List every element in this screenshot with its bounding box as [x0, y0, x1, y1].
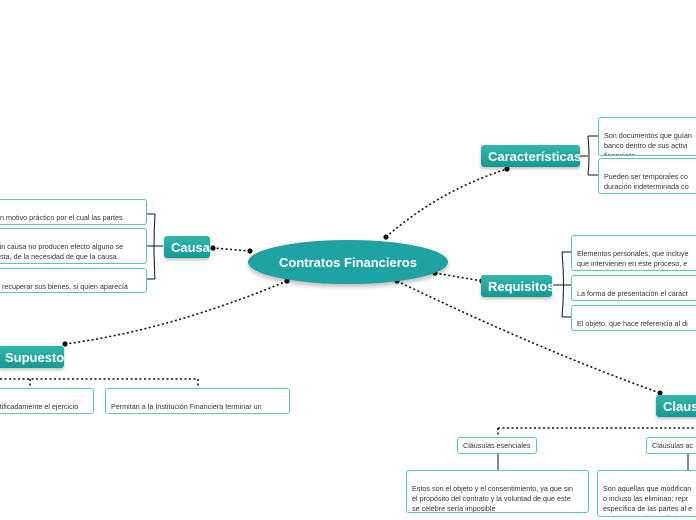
leaf-text: a recuperar sus bienes, si quien aparecí…: [1, 282, 128, 291]
leaf-text: sin causa no producen efecto alguno se e…: [0, 242, 125, 263]
connector-requisitos: [434, 272, 483, 282]
supuestos-item[interactable]: Permitan a la Institución Financiera ter…: [105, 388, 290, 414]
connector-clausulas: [396, 280, 661, 394]
caracteristicas-item[interactable]: Pueden ser temporales co duración indete…: [598, 158, 696, 194]
topic-requisitos[interactable]: Requisitos: [481, 275, 555, 297]
connector-dot: [504, 166, 510, 172]
connector-causa: [212, 247, 251, 252]
requisitos-item[interactable]: El objeto, que hace referencia al di ben…: [571, 305, 696, 331]
connector-caracteristicas: [385, 168, 508, 238]
topic-label: Requisitos: [488, 278, 555, 294]
topic-clausulas[interactable]: Clausulas: [656, 395, 696, 417]
topic-label: Clausulas: [663, 398, 696, 414]
connector-clausulas-branches: [497, 427, 696, 436]
leaf-text: Estos son el objeto y el consentimiento,…: [412, 484, 574, 513]
leaf-text: Son documentos que guían banco dentro de…: [604, 131, 692, 156]
requisitos-item[interactable]: Elementos personales, que incluye que in…: [571, 235, 696, 271]
leaf-text: Son aquellas que modifican o incluso las…: [603, 484, 693, 516]
caracteristicas-item[interactable]: Son documentos que guían banco dentro de…: [598, 117, 696, 156]
connector-dot: [247, 248, 253, 254]
causa-item[interactable]: un motivo práctico por el cual las parte…: [0, 199, 147, 225]
connector-dot: [383, 234, 389, 240]
clausulas-item[interactable]: Son aquellas que modifican o incluso las…: [597, 470, 696, 517]
topic-caracteristicas[interactable]: Características: [481, 145, 582, 167]
leaf-text: un motivo práctico por el cual las parte…: [0, 213, 123, 224]
connector-dot: [657, 390, 663, 396]
requisitos-item[interactable]: La forma de presentación el caráct todos…: [571, 275, 696, 301]
bracket-causa: [147, 213, 163, 280]
leaf-text: stificadamente el ejercicio chos del usu…: [0, 402, 79, 413]
bracket-caracteristicas: [580, 135, 598, 176]
causa-item[interactable]: a recuperar sus bienes, si quien aparecí…: [0, 268, 147, 293]
leaf-text: Pueden ser temporales co duración indete…: [604, 172, 689, 193]
connector-supuestos-branches: [0, 378, 199, 388]
clausulas-subtopic-accidentales[interactable]: Cláusulas ac: [646, 437, 696, 454]
topic-label: Características: [488, 148, 582, 164]
clausulas-subtopic-esenciales[interactable]: Cláusulas esenciales: [457, 437, 537, 454]
central-topic[interactable]: Contratos Financieros: [248, 240, 448, 284]
leaf-text: El objeto, que hace referencia al di ben…: [577, 319, 689, 330]
clausulas-item[interactable]: Estos son el objeto y el consentimiento,…: [406, 470, 589, 513]
leaf-text: La forma de presentación el caráct todos…: [577, 289, 690, 300]
subtopic-label: Cláusulas ac: [652, 441, 694, 450]
topic-supuestos[interactable]: Supuestos: [0, 346, 71, 368]
central-topic-label: Contratos Financieros: [279, 254, 417, 270]
topic-label: Causa: [171, 239, 211, 255]
topic-causa[interactable]: Causa: [164, 236, 210, 258]
supuestos-item[interactable]: stificadamente el ejercicio chos del usu…: [0, 388, 94, 414]
leaf-text: Permitan a la Institución Financiera ter…: [111, 402, 262, 413]
connector-dot: [210, 245, 216, 251]
leaf-text: Elementos personales, que incluye que in…: [577, 249, 689, 270]
subtopic-label: Cláusulas esenciales: [463, 441, 531, 450]
causa-item[interactable]: sin causa no producen efecto alguno se e…: [0, 228, 147, 264]
connector-dot: [62, 341, 68, 347]
bracket-requisitos: [552, 251, 571, 318]
topic-label: Supuestos: [5, 349, 72, 365]
